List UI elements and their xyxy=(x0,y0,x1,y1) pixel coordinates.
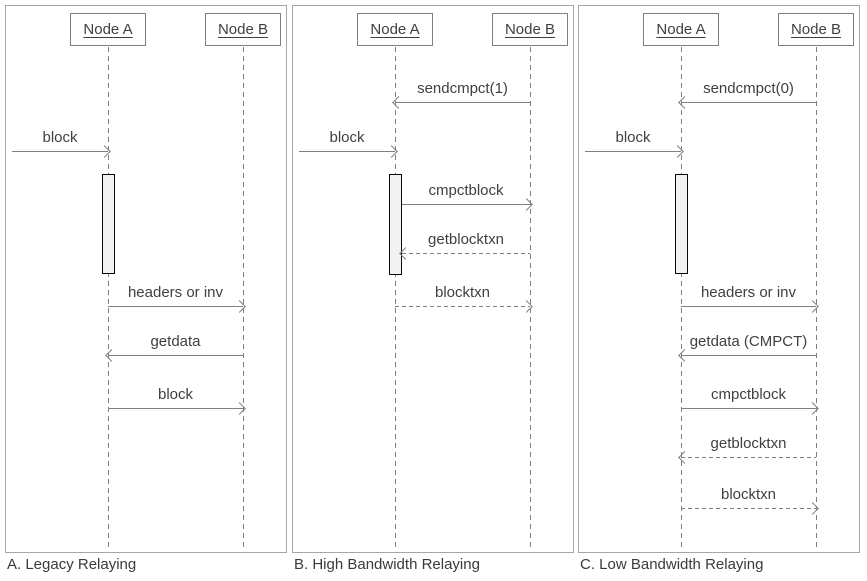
message-block: block xyxy=(12,119,111,158)
message-label: getblocktxn xyxy=(710,434,787,452)
arrow-line xyxy=(681,408,816,409)
arrow-line xyxy=(299,151,395,152)
message-block: block xyxy=(585,119,684,158)
message-getblocktxn: getblocktxn xyxy=(678,425,816,464)
message-label: block xyxy=(329,128,365,146)
panel-low-bandwidth: Node A Node B sendcmpct(0) block headers or … xyxy=(578,5,860,553)
message-label: getdata (CMPCT) xyxy=(689,332,808,350)
node-box-a: Node A xyxy=(643,13,719,46)
node-box-b: Node B xyxy=(778,13,854,46)
message-cmpctblock: cmpctblock xyxy=(681,376,819,415)
arrow-line xyxy=(681,102,816,103)
message-label: block xyxy=(157,385,194,403)
message-headers-or-inv: headers or inv xyxy=(681,274,819,313)
arrow-line xyxy=(395,102,530,103)
arrow-line xyxy=(585,151,681,152)
arrow-line xyxy=(108,355,243,356)
message-getdata: getdata xyxy=(105,323,243,362)
message-label: getdata xyxy=(150,332,201,350)
arrow-line xyxy=(681,306,816,307)
lifeline-node-b xyxy=(243,47,244,547)
arrow-line xyxy=(395,306,530,307)
message-sendcmpct-1: sendcmpct(1) xyxy=(392,70,530,109)
activation-bar xyxy=(675,174,688,274)
node-label: Node B xyxy=(790,21,842,38)
node-label: Node A xyxy=(370,21,420,38)
message-label: headers or inv xyxy=(127,283,224,301)
panel-caption-low-bandwidth: C. Low Bandwidth Relaying xyxy=(580,556,764,573)
message-getblocktxn: getblocktxn xyxy=(399,221,530,260)
node-box-b: Node B xyxy=(205,13,281,46)
message-label: block xyxy=(615,128,651,146)
lifeline-node-b xyxy=(816,47,817,547)
message-label: blocktxn xyxy=(434,283,491,301)
message-label: cmpctblock xyxy=(428,181,504,199)
message-getdata-cmpct: getdata (CMPCT) xyxy=(678,323,816,362)
arrow-line xyxy=(12,151,108,152)
node-box-a: Node A xyxy=(70,13,146,46)
node-label: Node B xyxy=(504,21,556,38)
message-headers-or-inv: headers or inv xyxy=(108,274,246,313)
arrow-line xyxy=(681,355,816,356)
panel-high-bandwidth: Node A Node B sendcmpct(1) block cmpctblock g… xyxy=(292,5,574,553)
message-sendcmpct-0: sendcmpct(0) xyxy=(678,70,816,109)
arrow-line xyxy=(108,306,243,307)
message-label: sendcmpct(0) xyxy=(703,79,794,97)
panel-caption-high-bandwidth: B. High Bandwidth Relaying xyxy=(294,556,480,573)
message-cmpctblock: cmpctblock xyxy=(402,172,533,211)
panel-legacy: Node A Node B block headers or inv getdata bl… xyxy=(5,5,287,553)
lifeline-node-b xyxy=(530,47,531,547)
message-block: block xyxy=(108,376,246,415)
node-box-a: Node A xyxy=(357,13,433,46)
lifeline-node-a xyxy=(681,47,682,547)
node-label: Node B xyxy=(217,21,269,38)
node-label: Node A xyxy=(83,21,133,38)
arrow-line xyxy=(108,408,243,409)
arrow-line xyxy=(681,508,816,509)
message-label: headers or inv xyxy=(700,283,797,301)
lifeline-node-a xyxy=(395,47,396,547)
message-label: blocktxn xyxy=(720,485,777,503)
panel-caption-legacy: A. Legacy Relaying xyxy=(7,556,137,573)
message-blocktxn: blocktxn xyxy=(395,274,533,313)
arrow-line xyxy=(402,253,530,254)
message-label: getblocktxn xyxy=(428,230,504,248)
message-label: cmpctblock xyxy=(710,385,787,403)
message-blocktxn: blocktxn xyxy=(681,476,819,515)
lifeline-node-a xyxy=(108,47,109,547)
arrow-line xyxy=(402,204,530,205)
node-label: Node A xyxy=(656,21,706,38)
message-label: sendcmpct(1) xyxy=(417,79,508,97)
message-label: block xyxy=(42,128,78,146)
message-block: block xyxy=(299,119,398,158)
node-box-b: Node B xyxy=(492,13,568,46)
activation-bar xyxy=(102,174,115,274)
activation-bar xyxy=(389,174,402,275)
arrow-line xyxy=(681,457,816,458)
